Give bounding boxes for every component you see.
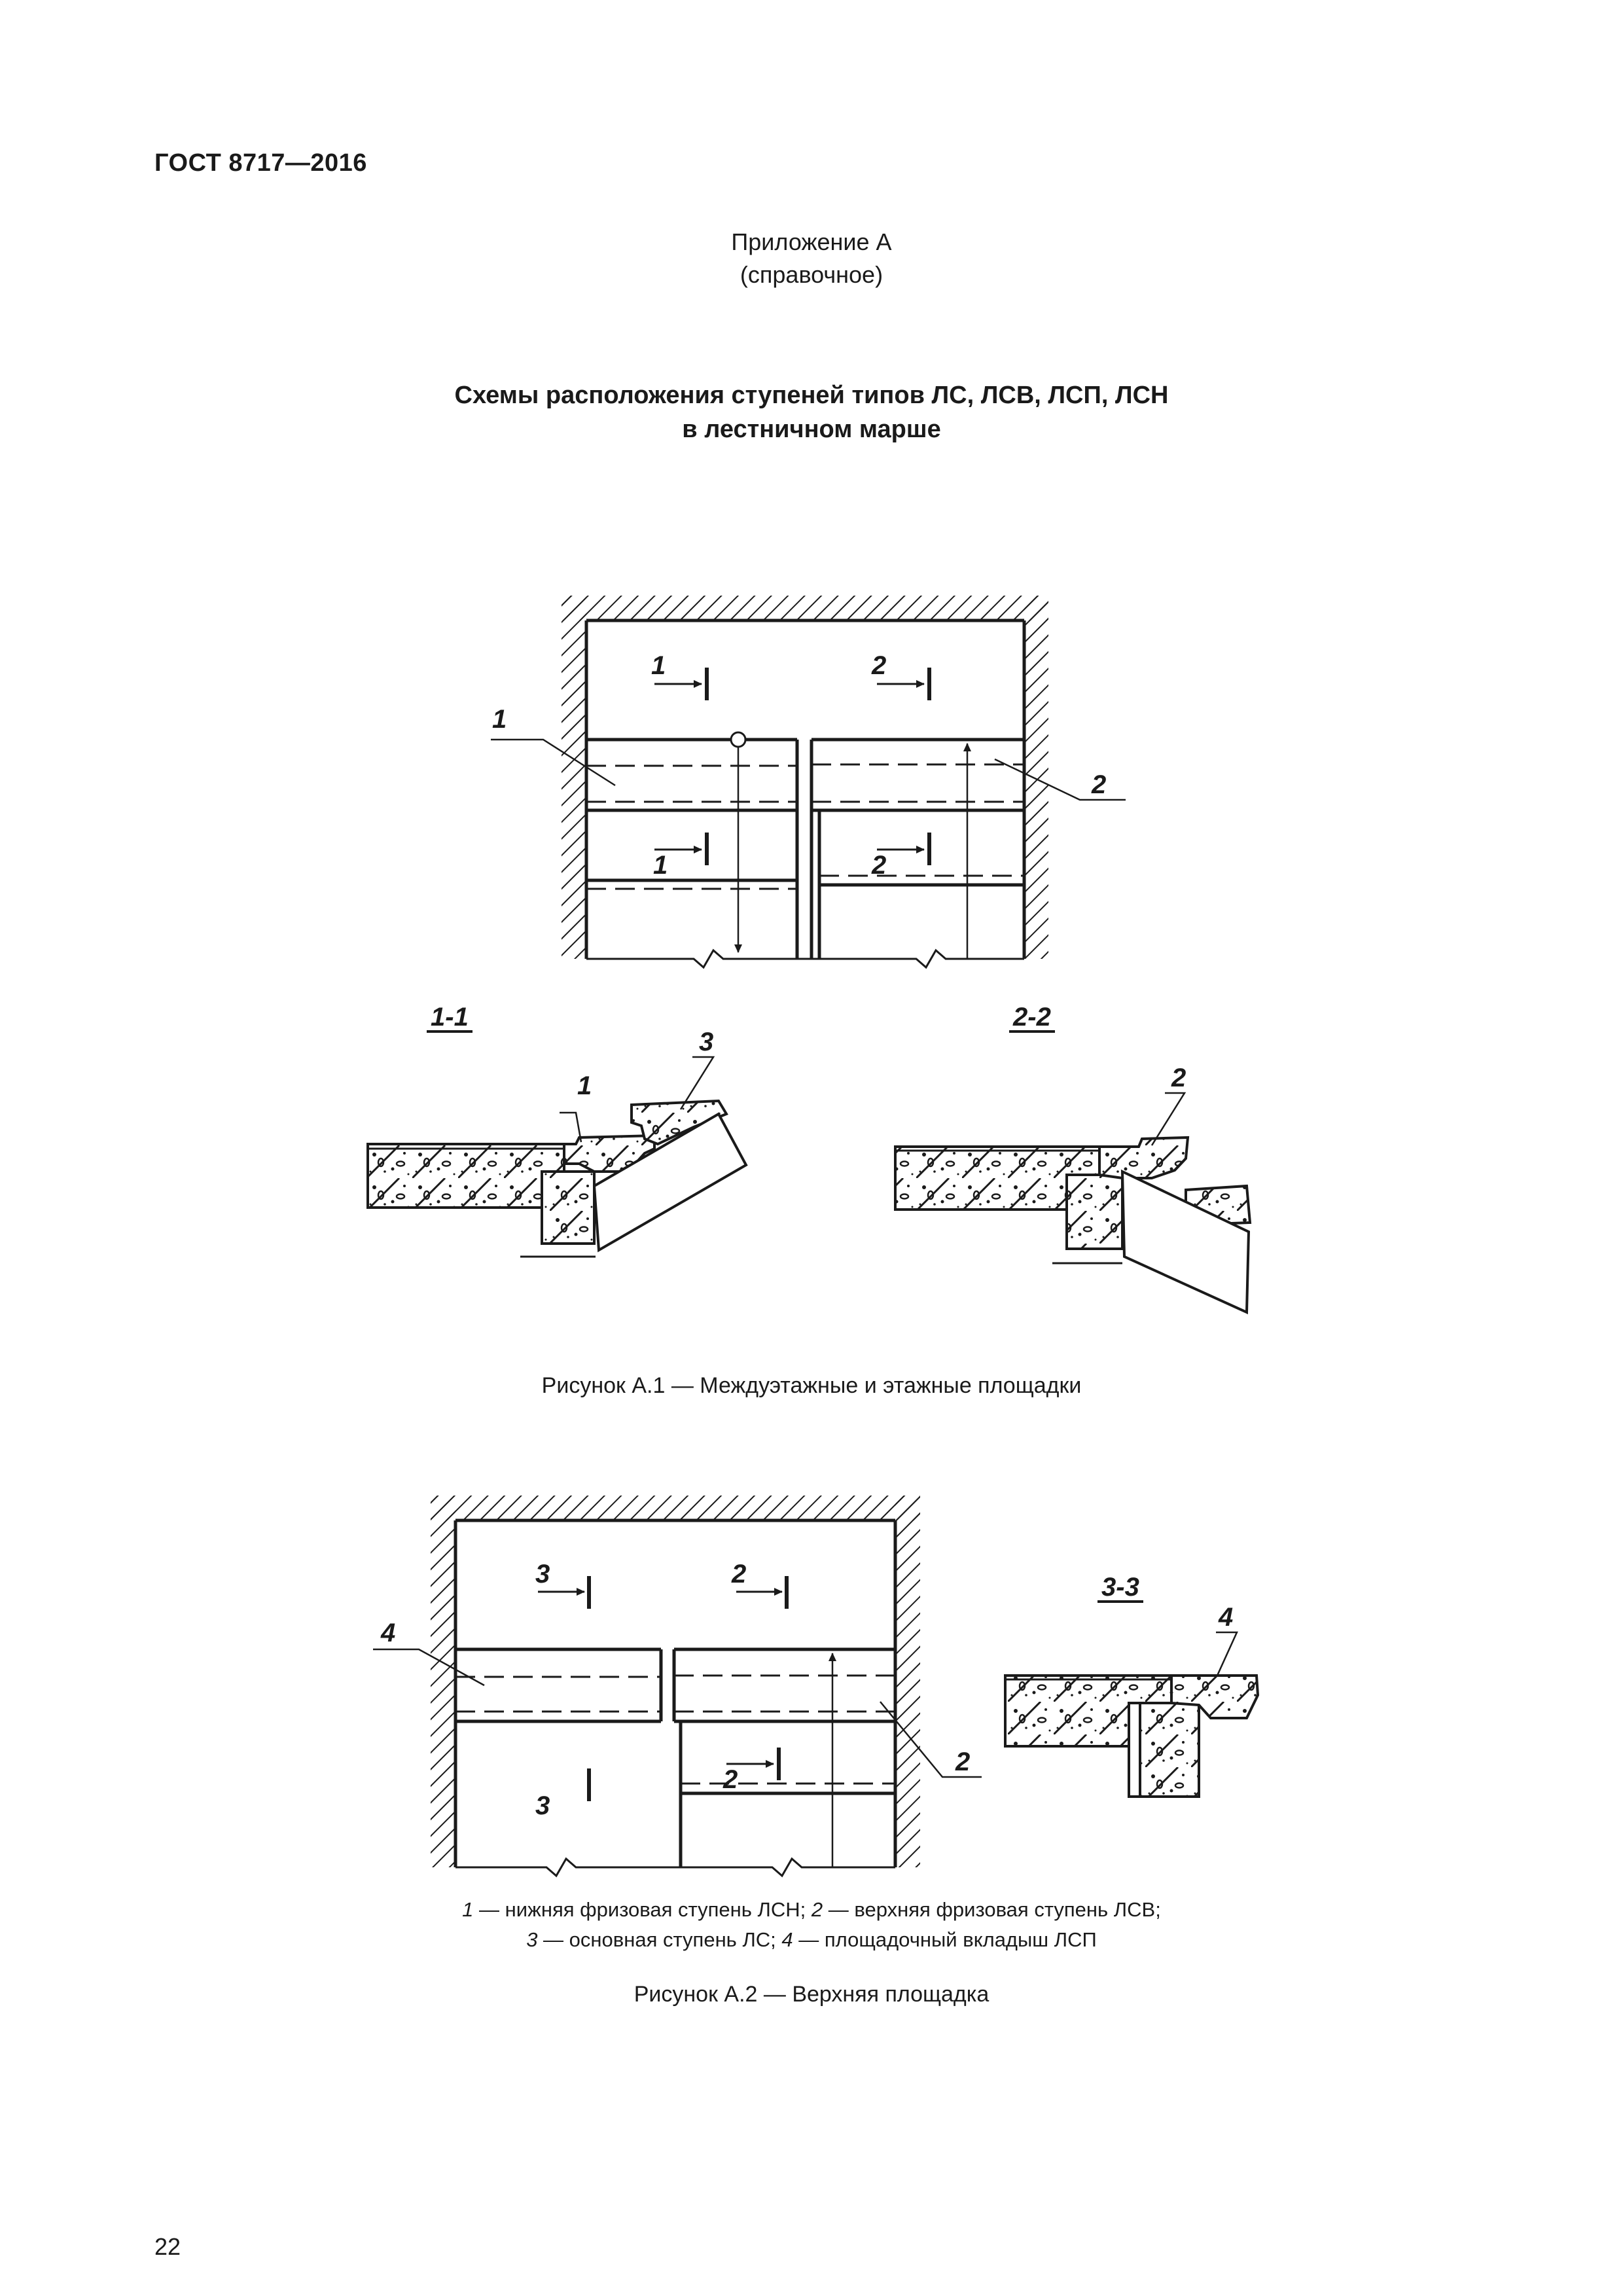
fig2-plan-section-label-2-bottom: 2: [722, 1765, 738, 1794]
legend-line-1: 1 — нижняя фризовая ступень ЛСН; 2 — вер…: [0, 1895, 1623, 1925]
section-3-3-callout-4: 4: [1218, 1603, 1233, 1632]
legend-number-3: 3: [526, 1928, 538, 1951]
legend-number-1: 1: [462, 1898, 474, 1921]
fig1-callout-1: 1: [492, 705, 507, 734]
fig1-plan-section-label-1-bottom: 1: [653, 851, 668, 880]
annex-type: (справочное): [740, 261, 883, 288]
fig1-plan-section-label-1-top: 1: [651, 651, 666, 680]
fig2-plan-section-label-3-top: 3: [535, 1560, 550, 1588]
fig2-callout-4: 4: [380, 1619, 395, 1647]
fig2-plan-section-label-3-bottom: 3: [535, 1791, 550, 1820]
figure-1-plan: [491, 596, 1126, 969]
legend-text-3: — основная ступень ЛС;: [537, 1928, 782, 1951]
section-1-1-callout-3: 3: [699, 1028, 713, 1056]
legend-number-2: 2: [811, 1898, 823, 1921]
section-2-2-drawing: [894, 1136, 1252, 1315]
legend-text-1: — нижняя фризовая ступень ЛСН;: [473, 1898, 812, 1921]
legend-number-4: 4: [781, 1928, 793, 1951]
figure-2-plan: [373, 1496, 982, 1878]
page-number: 22: [154, 2233, 181, 2260]
section-title-line-2: в лестничном марше: [682, 416, 941, 443]
section-2-2-callout-2: 2: [1171, 1064, 1186, 1092]
legend-line-2: 3 — основная ступень ЛС; 4 — площадочный…: [0, 1925, 1623, 1955]
legend-text-2: — верхняя фризовая ступень ЛСВ;: [823, 1898, 1161, 1921]
fig2-callout-2: 2: [955, 1748, 970, 1776]
figure-1-caption: Рисунок А.1 — Междуэтажные и этажные пло…: [541, 1373, 1082, 1398]
annex-title: Приложение А: [731, 228, 892, 255]
figure-2-caption: Рисунок А.2 — Верхняя площадка: [633, 1982, 990, 2007]
fig1-plan-section-label-2-bottom: 2: [871, 851, 886, 880]
section-1-1-label: 1-1: [431, 1003, 469, 1031]
section-3-3-drawing: [1004, 1674, 1260, 1798]
document-header: ГОСТ 8717—2016: [154, 149, 367, 177]
section-1-1-callout-1: 1: [577, 1071, 592, 1100]
fig1-plan-section-label-2-top: 2: [871, 651, 886, 680]
section-3-3-label: 3-3: [1101, 1573, 1139, 1602]
fig2-plan-section-label-2-top: 2: [731, 1560, 746, 1588]
section-2-2-label: 2-2: [1012, 1003, 1051, 1031]
legend-text-4: — площадочный вкладыш ЛСП: [793, 1928, 1097, 1951]
section-title-line-1: Схемы расположения ступеней типов ЛС, ЛС…: [454, 382, 1169, 409]
fig1-callout-2: 2: [1091, 770, 1106, 799]
section-1-1-drawing: [366, 1099, 748, 1258]
